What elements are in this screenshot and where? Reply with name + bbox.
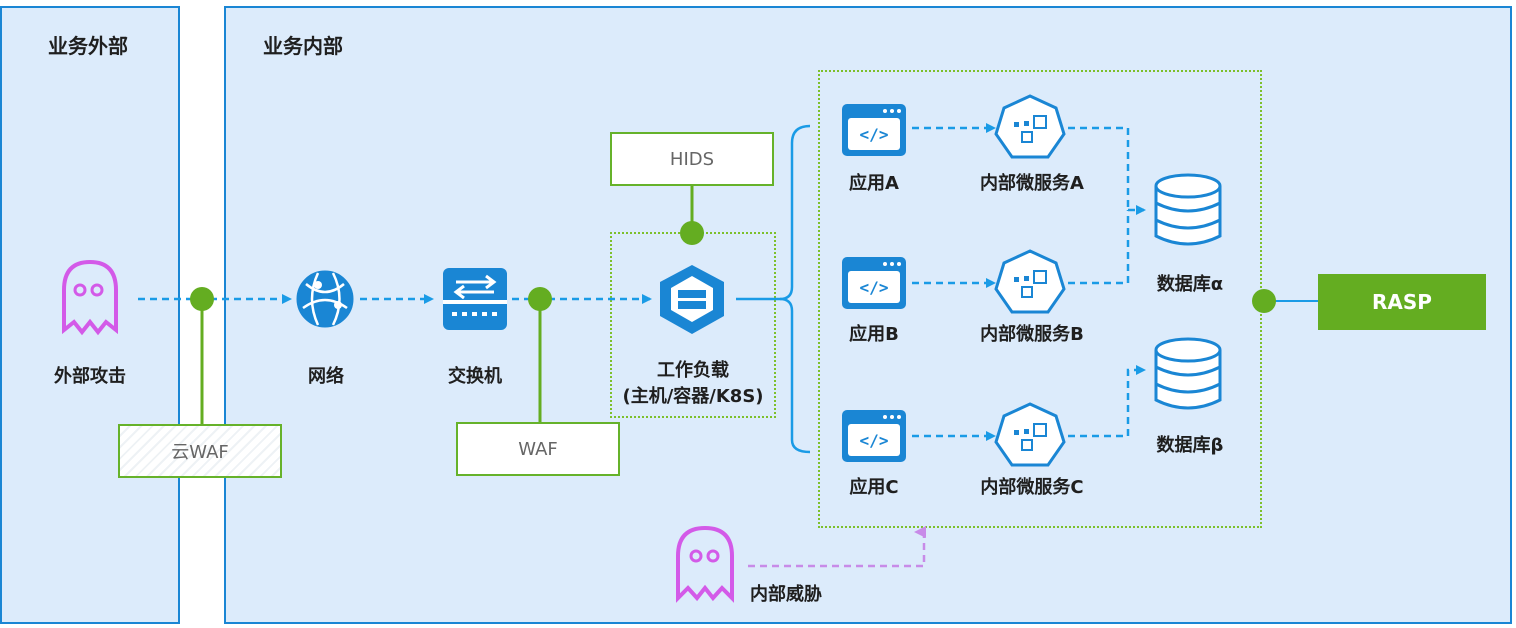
internal-threat-flow: [748, 526, 926, 568]
workload-label-line1: 工作负载: [656, 360, 729, 381]
microservice-b-label: 内部微服务B: [980, 324, 1084, 345]
cloud-waf-box: 云WAF: [118, 424, 282, 478]
app-c-icon: </>: [842, 410, 906, 462]
internal-threat-label: 内部威胁: [750, 584, 822, 605]
main-flow: [138, 123, 1146, 441]
waf-box: WAF: [456, 422, 620, 476]
hids-box: HIDS: [610, 132, 774, 186]
defense-dots: [190, 221, 1276, 313]
microservice-c-label: 内部微服务C: [980, 477, 1084, 498]
app-b-icon: </>: [842, 257, 906, 309]
database-alpha-icon: [1154, 173, 1222, 246]
microservice-b-icon: [994, 249, 1066, 314]
app-b-label: 应用B: [849, 324, 899, 345]
inside-zone-title: 业务内部: [263, 34, 343, 58]
network-label: 网络: [308, 366, 344, 387]
workload-label-line2: (主机/容器/K8S): [622, 386, 764, 407]
outside-zone: [0, 6, 180, 624]
switch-icon: [443, 268, 507, 330]
database-beta-icon: [1154, 337, 1222, 410]
microservice-c-icon: [994, 402, 1066, 467]
internal-threat-icon: [676, 525, 734, 603]
app-a-icon: </>: [842, 104, 906, 156]
microservice-a-icon: [994, 94, 1066, 159]
database-beta-label: 数据库β: [1156, 435, 1224, 456]
svg-text:</>: </>: [860, 431, 889, 450]
external-attack-icon: [62, 259, 118, 336]
workload-server-icon: [660, 265, 724, 334]
workload-label: 工作负载 (主机/容器/K8S): [622, 358, 763, 410]
rasp-box: RASP: [1318, 274, 1486, 330]
app-a-label: 应用A: [849, 173, 899, 194]
outside-zone-title: 业务外部: [48, 34, 128, 58]
network-globe-icon: [296, 270, 354, 328]
svg-text:</>: </>: [860, 125, 889, 144]
app-c-label: 应用C: [849, 477, 899, 498]
database-alpha-label: 数据库α: [1156, 274, 1224, 295]
external-attack-label: 外部攻击: [54, 366, 126, 387]
workload-branch: [736, 124, 811, 454]
switch-label: 交换机: [448, 366, 502, 387]
svg-text:</>: </>: [860, 278, 889, 297]
microservice-a-label: 内部微服务A: [980, 173, 1084, 194]
